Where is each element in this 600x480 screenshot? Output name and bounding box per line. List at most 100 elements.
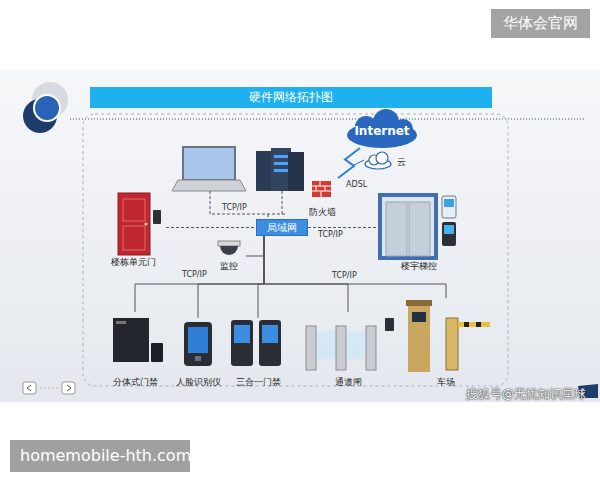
node-label: 车场 bbox=[437, 377, 455, 388]
node-label: 楼宇梯控 bbox=[401, 261, 437, 272]
unit-door-device: 楼栋单元门 bbox=[100, 190, 166, 268]
edge-label: TCP/IP bbox=[332, 271, 357, 280]
connector bbox=[135, 236, 264, 312]
server-light bbox=[274, 169, 288, 172]
watermark: 华体会官网 bbox=[491, 9, 590, 38]
node-label: 局域网 bbox=[267, 222, 297, 234]
node-label: 人脸识别仪 bbox=[176, 377, 221, 388]
gate-post bbox=[366, 326, 376, 370]
split-access-device: 分体式门禁 bbox=[105, 312, 165, 388]
barrier-box bbox=[446, 318, 458, 370]
barrier-arm bbox=[458, 322, 490, 327]
elevator-symbol bbox=[380, 195, 456, 258]
server-symbol bbox=[256, 148, 304, 191]
edge-label: ADSL bbox=[346, 180, 367, 189]
slide-background bbox=[0, 70, 600, 402]
laptop-symbol bbox=[172, 147, 246, 191]
gate-post bbox=[306, 326, 316, 370]
brick-line bbox=[320, 181, 321, 186]
pillar-screen bbox=[412, 312, 426, 322]
firewall-device: 防火墙 bbox=[300, 178, 344, 218]
pillar-cap bbox=[406, 300, 432, 306]
gate-reader bbox=[385, 318, 394, 331]
nav-button bbox=[23, 382, 36, 394]
split-access-symbol bbox=[113, 318, 163, 362]
node-label: 三合一门禁 bbox=[236, 377, 281, 388]
node-label: Internet bbox=[354, 124, 409, 138]
dotted-rule bbox=[70, 118, 585, 119]
node-label: 通道闸 bbox=[335, 377, 362, 388]
lan-uplink-wires bbox=[210, 191, 285, 219]
node-label: 分体式门禁 bbox=[113, 377, 158, 388]
nav-chevron bbox=[67, 385, 71, 391]
face-terminal-symbol bbox=[184, 322, 212, 366]
controller-box bbox=[113, 318, 149, 362]
parking-device: 车场 bbox=[400, 298, 492, 388]
edge-label: TCP/IP bbox=[182, 270, 207, 279]
wire bbox=[282, 191, 283, 214]
turnstile-device: 通道闸 bbox=[300, 312, 396, 388]
frame-border bbox=[83, 114, 508, 386]
brick-line bbox=[321, 191, 322, 197]
panel-screen bbox=[444, 199, 454, 207]
laptop-keyboard bbox=[172, 180, 246, 191]
three-in-one-symbol bbox=[231, 320, 281, 366]
reader-screen bbox=[444, 225, 454, 234]
diagram-title: 硬件网络拓扑图 bbox=[90, 87, 492, 108]
gate-glass bbox=[317, 331, 335, 359]
arm-stripe bbox=[476, 322, 481, 327]
edge-label: TCP/IP bbox=[318, 230, 343, 239]
connector bbox=[308, 227, 376, 228]
gate-post bbox=[336, 326, 346, 370]
door-panel bbox=[123, 199, 145, 221]
terminal-screen bbox=[262, 325, 278, 343]
door-leaf bbox=[118, 193, 150, 255]
door-symbol bbox=[118, 193, 161, 255]
brick-line bbox=[312, 186, 331, 187]
firewall-brick bbox=[312, 181, 331, 197]
turnstile-symbol bbox=[306, 318, 394, 370]
cloud-label: 云 bbox=[397, 156, 406, 169]
terminal-body bbox=[184, 322, 212, 366]
deco-circle bbox=[34, 95, 60, 121]
connector bbox=[264, 236, 446, 298]
ticket-pillar bbox=[408, 306, 430, 372]
parking-barrier-symbol bbox=[406, 300, 490, 372]
wire bbox=[210, 191, 285, 214]
terminal-screen bbox=[188, 327, 208, 353]
terminal-screen bbox=[234, 325, 250, 343]
watermark: 搜狐号@无忧知识星球 bbox=[466, 386, 586, 403]
camera-symbol bbox=[218, 241, 240, 255]
internet-cloud-shape bbox=[347, 109, 417, 148]
cloud-part bbox=[347, 122, 417, 148]
arm-stripe bbox=[464, 322, 469, 327]
camera-base bbox=[218, 241, 240, 246]
camera-dome bbox=[220, 246, 238, 255]
card-reader bbox=[151, 343, 163, 362]
controller-detail bbox=[116, 321, 126, 324]
firewall-symbol bbox=[312, 181, 331, 197]
protocol-label: TCP/IP bbox=[222, 203, 247, 212]
cloud-icon bbox=[352, 152, 391, 169]
terminal-body bbox=[231, 320, 253, 366]
face-terminal-device: 人脸识别仪 bbox=[170, 318, 226, 388]
node-label: 防火墙 bbox=[309, 207, 336, 218]
elevator-reader bbox=[442, 222, 456, 246]
three-in-one-device: 三合一门禁 bbox=[228, 318, 288, 388]
server-tower bbox=[288, 152, 304, 191]
laptop-screen bbox=[183, 147, 235, 180]
connector bbox=[198, 236, 264, 318]
elevator-door bbox=[409, 202, 430, 256]
nav-chevron bbox=[27, 385, 31, 391]
elevator-frame bbox=[380, 195, 436, 258]
connector bbox=[338, 148, 360, 178]
elevator-door bbox=[386, 202, 407, 256]
nav-dots bbox=[40, 388, 58, 389]
node-label: 监控 bbox=[220, 261, 238, 272]
elevator-device: 楼宇梯控 bbox=[376, 192, 462, 272]
lan-box: 局域网 bbox=[256, 219, 308, 236]
elevator-panel bbox=[442, 196, 456, 218]
connector bbox=[258, 236, 264, 318]
